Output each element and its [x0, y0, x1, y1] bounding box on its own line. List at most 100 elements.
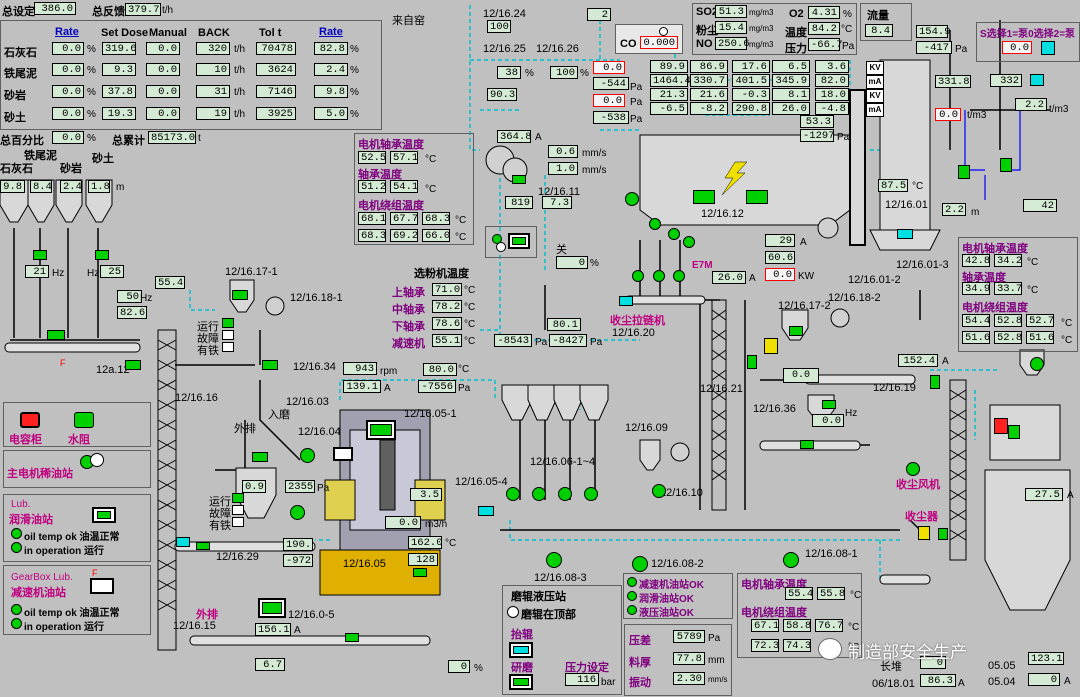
- o2-label: O2: [789, 8, 804, 20]
- dust-fan-dot: [906, 462, 920, 476]
- feeder-1236-status[interactable]: [822, 400, 836, 409]
- pressure-972: -972: [283, 554, 313, 567]
- tm3-unit-2: t/m3: [1049, 104, 1069, 115]
- feed-manual-cell[interactable]: 0.0: [146, 107, 180, 120]
- pres-set-value[interactable]: 116: [565, 673, 599, 686]
- value-863-unit: A: [958, 678, 965, 689]
- chain-conveyor-cyan[interactable]: [619, 296, 633, 306]
- silo-top-status[interactable]: [1008, 425, 1020, 439]
- damper-top-value: 2: [587, 8, 611, 21]
- feed-manual-cell[interactable]: 0.0: [146, 85, 180, 98]
- conveyor-12a12-status[interactable]: [125, 360, 141, 370]
- feed-tol-cell: 3925: [256, 107, 296, 120]
- motor-winding-unit-2: °C: [455, 232, 467, 243]
- hopper-valve-2[interactable]: [532, 487, 546, 501]
- main-lube-label: 主电机稀油站: [7, 468, 73, 480]
- feeder-4-status[interactable]: [95, 250, 109, 260]
- pump-332-cyan[interactable]: [1030, 74, 1044, 86]
- mill-bottom-status[interactable]: [413, 568, 427, 577]
- value-332: 332: [990, 74, 1022, 87]
- bottom-temp-unit-1: °C: [850, 590, 862, 601]
- value-260-unit: A: [749, 273, 756, 284]
- feeder-1-status[interactable]: [33, 250, 47, 260]
- feed-name-cell: 石灰石: [4, 47, 37, 59]
- conveyor-status-left[interactable]: [47, 330, 65, 340]
- tag-1218-2: 12/16.18-2: [828, 292, 881, 304]
- belt-1234-status[interactable]: [262, 360, 278, 370]
- belt-1236-status[interactable]: [800, 440, 814, 449]
- stack-bottom-cyan[interactable]: [897, 229, 913, 239]
- lub-in-op-label: in operation 运行: [24, 546, 104, 557]
- hopper-valve-3[interactable]: [558, 487, 572, 501]
- dust-grid-cell: -4.8: [815, 102, 849, 115]
- bottom-belt-status[interactable]: [345, 633, 359, 642]
- hopper-valve-4[interactable]: [584, 487, 598, 501]
- silo-dust-dot: [1030, 357, 1044, 371]
- feed-set-cell: 9.3: [102, 63, 136, 76]
- bag-filter-status-2[interactable]: [746, 190, 768, 204]
- valve-separator-indicator[interactable]: [290, 505, 305, 520]
- collector-status[interactable]: [938, 528, 948, 540]
- belt-1229-status[interactable]: [196, 542, 210, 550]
- value-606: 60.6: [765, 251, 795, 264]
- wendu-unit: °C: [841, 24, 853, 35]
- silo-alarm-indicator[interactable]: [994, 418, 1008, 434]
- guan-label: 关: [556, 244, 567, 256]
- water-resistor-indicator[interactable]: [74, 412, 94, 428]
- pump-select-confirm[interactable]: [1041, 41, 1055, 55]
- gate-1205-4[interactable]: [478, 506, 494, 516]
- water-label: 水阻: [68, 434, 90, 446]
- fan-1210-dot: [652, 484, 666, 498]
- total-pct-unit: %: [87, 133, 96, 144]
- filter-dot-1: [625, 192, 639, 206]
- tag-1209: 12/16.09: [625, 422, 668, 434]
- elevator-1221-status[interactable]: [747, 355, 757, 369]
- capacitor-cabinet-indicator[interactable]: [20, 412, 40, 428]
- total-set-value[interactable]: 386.0: [34, 2, 76, 15]
- collector-yellow-indicator[interactable]: [918, 526, 930, 540]
- classifier-row-value: 55.1: [432, 334, 462, 347]
- filter-dot-3: [668, 228, 680, 240]
- mill-aux-button[interactable]: [333, 447, 353, 461]
- yellow-gate-indicator[interactable]: [764, 338, 778, 354]
- kv-label: mA: [866, 103, 884, 117]
- gb-pump-button[interactable]: [90, 578, 114, 594]
- main-fan-status[interactable]: [512, 175, 526, 184]
- rate-header-link[interactable]: Rate: [55, 26, 79, 38]
- liaohou-unit: mm: [708, 655, 725, 666]
- dust-grid-cell: 330.7: [690, 74, 728, 87]
- right-temp-title-3: 电机绕组温度: [962, 302, 1028, 314]
- mill-pressure-unit: Pa: [458, 383, 471, 394]
- separator-value: 0.9: [242, 480, 266, 493]
- feed-manual-cell[interactable]: 0.0: [146, 63, 180, 76]
- shou-chen-qi-label: 收尘器: [905, 511, 938, 523]
- dust-collector-2-status[interactable]: [789, 326, 803, 336]
- right-winding-1: 54.4: [962, 314, 990, 327]
- mill-temp-unit: °C: [458, 364, 470, 375]
- dust-grid-cell: 82.0: [815, 74, 849, 87]
- dust-collector-1-status[interactable]: [232, 290, 248, 300]
- right-temp-unit-1: °C: [1027, 257, 1039, 268]
- tag-1210: 12/16.10: [660, 487, 703, 499]
- feed-manual-cell[interactable]: 0.0: [146, 42, 180, 55]
- red-value-1: 0.0: [593, 61, 625, 74]
- hopper-valve-1[interactable]: [506, 487, 520, 501]
- feed-rate-table: Rate Set Dose Manual BACK Tol t Rate: [0, 20, 382, 130]
- tag-1221: 12/16.21: [700, 383, 743, 395]
- belt-1229-cyan[interactable]: [176, 537, 190, 547]
- motor-temp-v2: 57.1: [390, 151, 418, 164]
- valve-1204-indicator[interactable]: [300, 448, 315, 463]
- pump-2-status[interactable]: [1000, 158, 1012, 172]
- dust-grid-cell: 89.9: [650, 60, 688, 73]
- bottom-winding-unit-1: °C: [848, 622, 860, 633]
- feed-th-cell: t/h: [234, 87, 246, 98]
- kw-unit: KW: [798, 271, 815, 282]
- elevator-1219-status[interactable]: [930, 375, 940, 389]
- feed-back-cell: 10: [196, 63, 230, 76]
- pump-1208-3-dot: [546, 552, 562, 568]
- separator-status[interactable]: [252, 452, 268, 462]
- pump-1-status[interactable]: [958, 165, 970, 179]
- bag-filter-status-1[interactable]: [693, 190, 715, 204]
- rate2-header-link[interactable]: Rate: [319, 26, 343, 38]
- pump-select-value[interactable]: 0.0: [1002, 41, 1032, 54]
